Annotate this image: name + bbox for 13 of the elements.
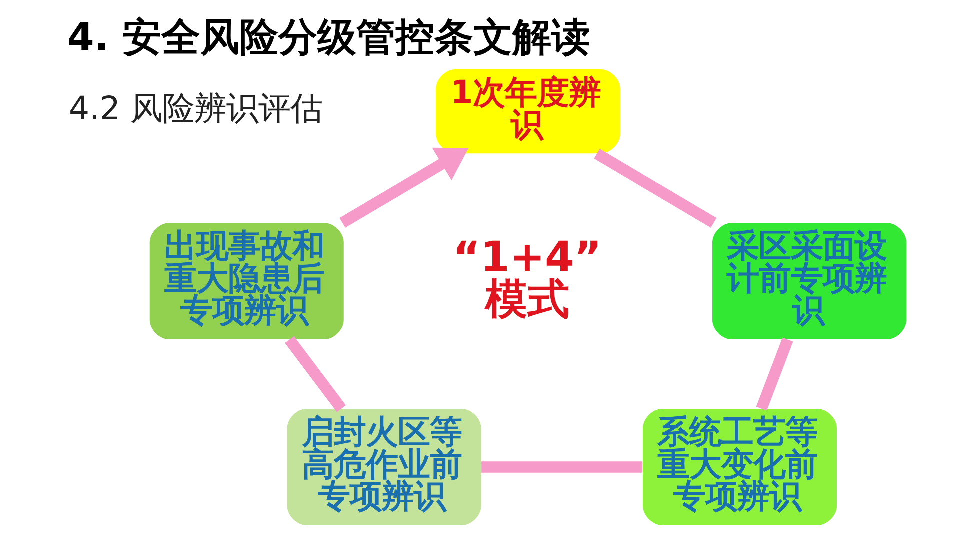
node-box: 启封火区等高危作业前专项辨识	[286, 409, 481, 526]
node-box: 出现事故和重大隐患后专项辨识	[149, 223, 344, 340]
node-box: 系统工艺等重大变化前专项辨识	[642, 409, 836, 526]
connector	[284, 336, 346, 412]
node-box: 采区采面设计前专项辨识	[712, 223, 906, 340]
arrow	[339, 148, 468, 228]
diagram-title: 4. 安全风险分级管控条文解读	[66, 15, 590, 60]
connector	[756, 338, 793, 411]
label: 4.2 风险辨识评估	[68, 90, 322, 128]
label: “1+4”模式	[452, 232, 602, 324]
connector	[594, 149, 716, 228]
node-box: 1次年度辨识	[436, 70, 620, 154]
connector	[481, 462, 642, 473]
